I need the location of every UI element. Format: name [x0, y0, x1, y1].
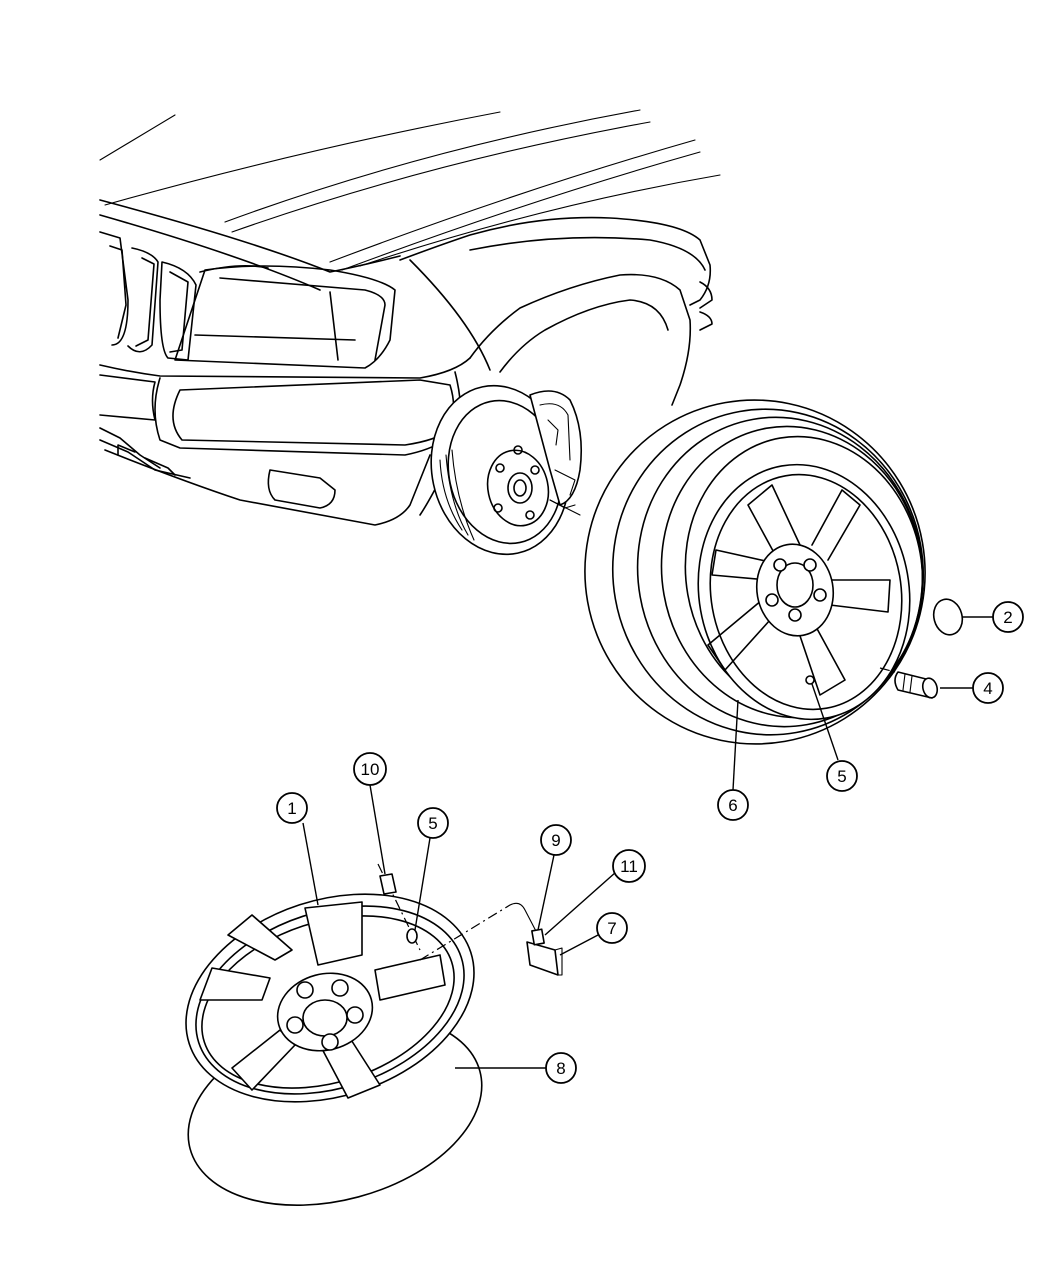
- callout-5a-label: 5: [837, 767, 846, 786]
- callout-2-label: 2: [1003, 608, 1012, 627]
- callout-1-label: 1: [287, 799, 296, 818]
- brake-rotor-hub: [430, 384, 583, 556]
- callout-5b-label: 5: [428, 814, 437, 833]
- callout-7-label: 7: [607, 919, 616, 938]
- callout-10-label: 10: [361, 760, 380, 779]
- grille: [99, 231, 269, 361]
- valve-stem-parts: [377, 863, 421, 951]
- wheel-spokes: [707, 484, 891, 696]
- tire-and-wheel-assembly: [584, 399, 926, 745]
- center-cap: [932, 598, 964, 636]
- front-bumper: [99, 357, 471, 526]
- callout-1-circle: [276, 792, 308, 824]
- callout-9-label: 9: [551, 831, 560, 850]
- headlamp: [174, 265, 396, 369]
- callout-4-label: 4: [983, 679, 992, 698]
- lug-nut: [879, 667, 939, 699]
- callout-11-label: 11: [620, 857, 638, 876]
- tire-pressure-sensor: [419, 902, 563, 976]
- callouts: 1 2 4 5 5 6 7 8 9 10: [276, 601, 1024, 1084]
- wheel-rim-loose: [185, 893, 483, 1207]
- callout-8-label: 8: [556, 1059, 565, 1078]
- callout-6-label: 6: [728, 796, 737, 815]
- fender-wheel-arch: [399, 216, 713, 516]
